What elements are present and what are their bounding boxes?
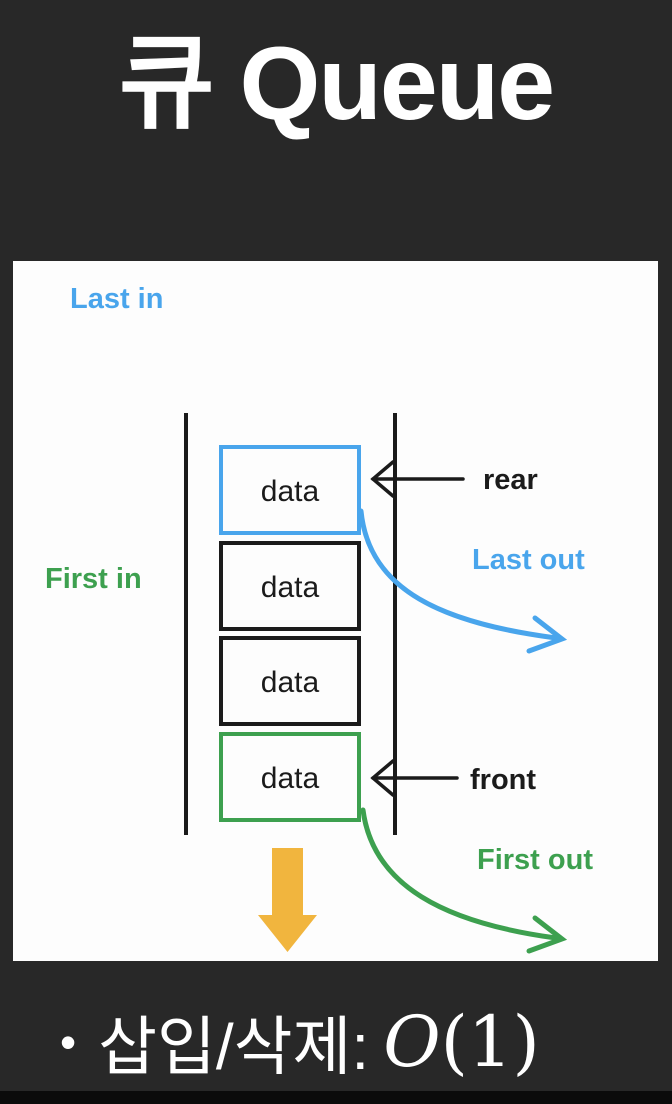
queue-box-front-label: data <box>261 762 320 795</box>
front-pointer-arrow-icon <box>370 759 459 797</box>
front-label: front <box>470 764 536 796</box>
page-title: 큐 Queue <box>0 14 672 154</box>
title-korean: 큐 <box>118 26 215 142</box>
down-arrow-icon <box>258 848 317 952</box>
big-o: O <box>383 1001 441 1083</box>
rear-label: rear <box>483 464 538 496</box>
complexity-bullet-line: • 삽입/삭제: O(1) <box>60 996 540 1088</box>
last-out-label: Last out <box>472 544 585 576</box>
queue-box-3-label: data <box>261 666 320 699</box>
queue-box-2-label: data <box>261 571 320 604</box>
queue-box-front: data <box>219 732 361 822</box>
rear-pointer-arrow-icon <box>370 460 465 498</box>
first-in-label: First in <box>45 563 142 595</box>
big-o-args: (1) <box>440 1001 540 1083</box>
queue-box-rear-label: data <box>261 475 320 508</box>
first-out-label: First out <box>477 844 593 876</box>
complexity-value: O(1) <box>383 1001 540 1083</box>
bullet-icon: • <box>60 1016 77 1068</box>
letterbox-bar <box>0 1091 672 1104</box>
last-in-label: Last in <box>70 283 163 315</box>
queue-diagram: Last in First in data data data data rea… <box>45 283 593 954</box>
first-out-arrow-icon <box>360 807 568 954</box>
queue-box-2: data <box>219 541 361 631</box>
complexity-label: 삽입/삭제: <box>98 1011 370 1083</box>
queue-box-rear: data <box>219 445 361 535</box>
queue-diagram-panel: Last in First in data data data data rea… <box>13 261 658 961</box>
title-english: Queue <box>239 26 555 142</box>
queue-box-3: data <box>219 636 361 726</box>
last-out-arrow-icon <box>358 508 568 654</box>
